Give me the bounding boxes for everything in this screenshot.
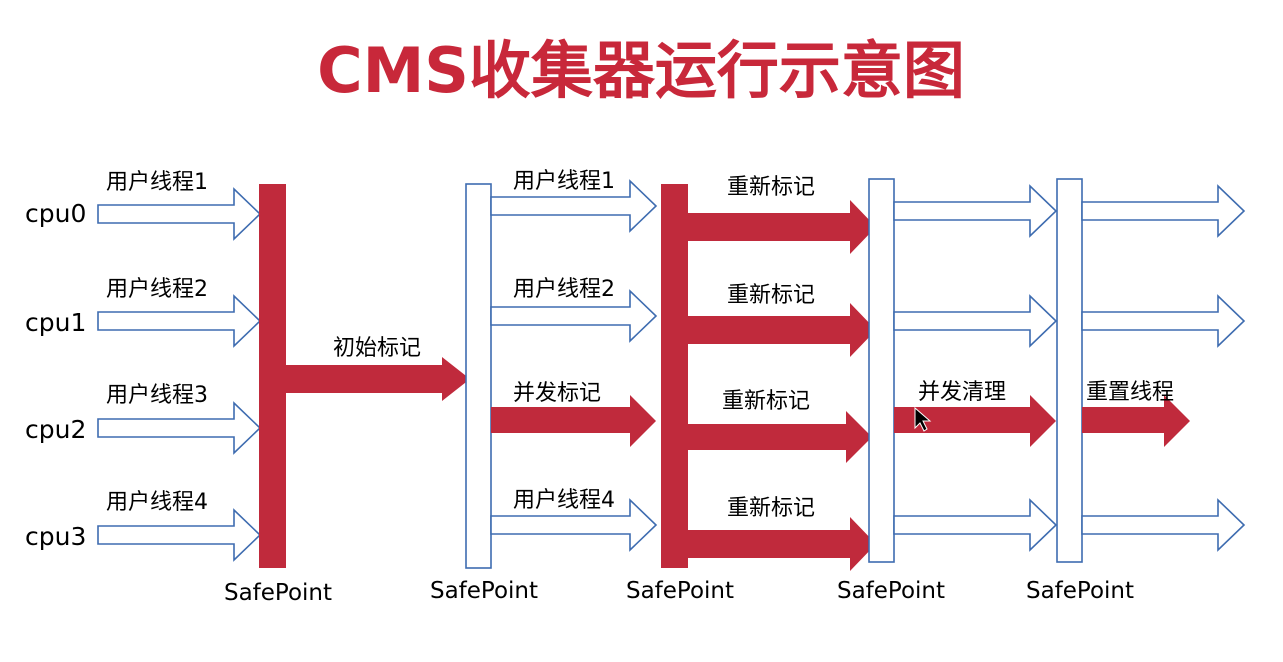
phase1-arrows bbox=[97, 187, 262, 562]
reset-threads-label: 重置线程 bbox=[1086, 380, 1174, 405]
safepoint-labels: SafePoint SafePoint SafePoint SafePoint … bbox=[224, 578, 1134, 606]
safepoint-label: SafePoint bbox=[1026, 578, 1134, 604]
remark-arrow bbox=[686, 303, 876, 357]
concurrent-mark-arrow bbox=[491, 395, 656, 447]
safepoint-label: SafePoint bbox=[224, 580, 332, 606]
user-thread-arrow bbox=[97, 294, 262, 348]
initial-mark-label: 初始标记 bbox=[333, 336, 421, 361]
cpu-label-1: cpu1 bbox=[25, 308, 86, 337]
phase1-labels: 用户线程1 用户线程2 用户线程3 用户线程4 bbox=[106, 170, 208, 515]
user-thread-arrow bbox=[893, 294, 1058, 348]
user-thread-arrow bbox=[893, 498, 1058, 552]
remark-arrow bbox=[686, 517, 876, 571]
user-thread-label: 用户线程2 bbox=[513, 277, 615, 302]
user-thread-arrow bbox=[490, 289, 658, 343]
phase2-arrows bbox=[490, 179, 658, 552]
cpu-label-2: cpu2 bbox=[25, 415, 86, 444]
user-thread-arrow bbox=[97, 508, 262, 562]
page-title: CMS收集器运行示意图 bbox=[317, 34, 965, 107]
initial-mark-arrow bbox=[284, 357, 470, 401]
remark-arrow bbox=[686, 200, 876, 254]
cpu-label-0: cpu0 bbox=[25, 199, 86, 228]
user-thread-label: 用户线程2 bbox=[106, 277, 208, 302]
remark-label: 重新标记 bbox=[727, 283, 815, 308]
user-thread-arrow bbox=[1081, 498, 1246, 552]
user-thread-label: 用户线程1 bbox=[513, 169, 615, 194]
remark-labels: 重新标记 重新标记 重新标记 重新标记 bbox=[722, 175, 815, 521]
user-thread-arrow bbox=[893, 184, 1058, 238]
user-thread-label: 用户线程3 bbox=[106, 383, 208, 408]
remark-arrows bbox=[686, 200, 876, 571]
remark-label: 重新标记 bbox=[722, 389, 810, 414]
user-thread-label: 用户线程1 bbox=[106, 170, 208, 195]
safepoint-label: SafePoint bbox=[837, 578, 945, 604]
cpu-labels: cpu0 cpu1 cpu2 cpu3 bbox=[25, 199, 86, 551]
safepoint-label: SafePoint bbox=[626, 578, 734, 604]
remark-arrow bbox=[686, 411, 872, 463]
user-thread-arrow bbox=[1081, 294, 1246, 348]
user-thread-arrow bbox=[97, 187, 262, 241]
user-thread-arrow bbox=[97, 401, 262, 455]
concurrent-mark-label: 并发标记 bbox=[513, 381, 601, 406]
user-thread-label: 用户线程4 bbox=[106, 490, 208, 515]
phase4-arrows bbox=[893, 184, 1058, 552]
user-thread-arrow bbox=[490, 498, 658, 552]
user-thread-arrow bbox=[490, 179, 658, 233]
safepoint-bar-3 bbox=[661, 184, 688, 568]
safepoint-bar-2 bbox=[465, 183, 492, 569]
user-thread-arrow bbox=[1081, 184, 1246, 238]
concurrent-sweep-arrow bbox=[894, 395, 1056, 447]
cpu-label-3: cpu3 bbox=[25, 522, 86, 551]
safepoint-label: SafePoint bbox=[430, 578, 538, 604]
remark-label: 重新标记 bbox=[727, 175, 815, 200]
remark-label: 重新标记 bbox=[727, 496, 815, 521]
user-thread-label: 用户线程4 bbox=[513, 488, 615, 513]
phase2-labels: 用户线程1 用户线程2 并发标记 用户线程4 bbox=[513, 169, 615, 513]
concurrent-sweep-label: 并发清理 bbox=[918, 380, 1006, 405]
phase5-arrows bbox=[1081, 184, 1246, 552]
safepoint-bar-1 bbox=[259, 184, 286, 568]
mouse-pointer-icon bbox=[914, 406, 932, 432]
safepoint-bar-5 bbox=[1056, 178, 1083, 563]
safepoint-bar-4 bbox=[868, 178, 895, 563]
reset-threads-arrow bbox=[1082, 395, 1190, 447]
